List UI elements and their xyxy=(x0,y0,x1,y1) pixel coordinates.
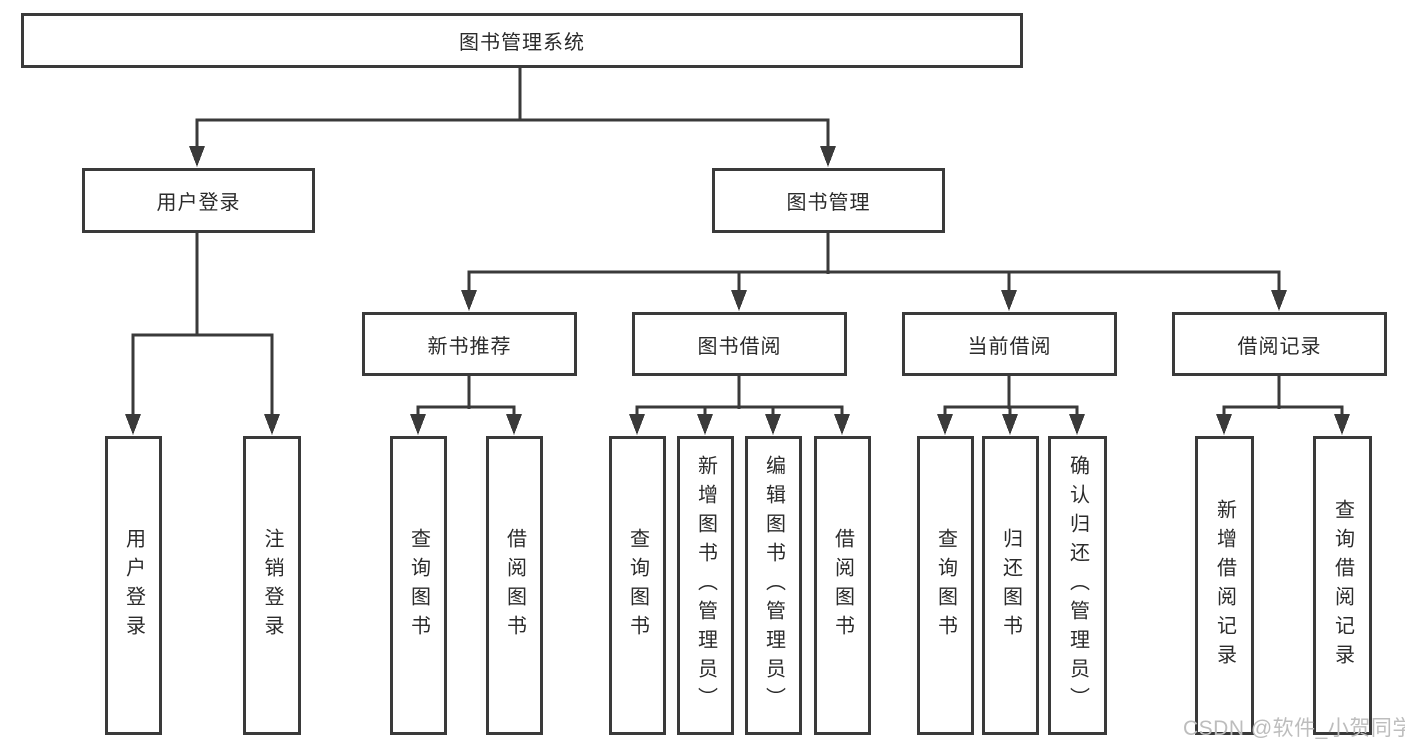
leaf-edit-books-admin: 编辑图书（管理员） xyxy=(745,436,802,735)
leaf-add-borrow-record-label: 新增借阅记录 xyxy=(1213,498,1236,673)
node-book-borrowing-label: 图书借阅 xyxy=(697,335,782,358)
leaf-query-books-recommend-label: 查询图书 xyxy=(407,527,430,644)
node-root: 图书管理系统 xyxy=(21,13,1023,68)
leaf-add-books-admin: 新增图书（管理员） xyxy=(677,436,734,735)
node-new-book-recommend-label: 新书推荐 xyxy=(427,335,512,358)
leaf-return-books-label: 归还图书 xyxy=(999,527,1022,644)
node-new-book-recommend: 新书推荐 xyxy=(362,312,577,376)
leaf-user-login-label: 用户登录 xyxy=(122,527,145,644)
node-borrowing-records-label: 借阅记录 xyxy=(1237,335,1322,358)
leaf-query-borrow-record-label: 查询借阅记录 xyxy=(1331,498,1354,673)
leaf-confirm-return-admin: 确认归还（管理员） xyxy=(1048,436,1107,735)
leaf-query-books-borrowing: 查询图书 xyxy=(609,436,666,735)
node-current-borrowing-label: 当前借阅 xyxy=(967,335,1052,358)
leaf-add-books-admin-label: 新增图书（管理员） xyxy=(694,455,717,716)
node-borrowing-records: 借阅记录 xyxy=(1172,312,1387,376)
node-current-borrowing: 当前借阅 xyxy=(902,312,1117,376)
leaf-borrow-books-label: 借阅图书 xyxy=(831,527,854,644)
leaf-user-login: 用户登录 xyxy=(105,436,162,735)
leaf-add-borrow-record: 新增借阅记录 xyxy=(1195,436,1254,735)
leaf-query-books-borrowing-label: 查询图书 xyxy=(626,527,649,644)
node-user-login-branch-label: 用户登录 xyxy=(156,192,241,214)
leaf-query-books-recommend: 查询图书 xyxy=(390,436,447,735)
node-root-label: 图书管理系统 xyxy=(459,32,585,54)
leaf-query-books-current: 查询图书 xyxy=(917,436,974,735)
leaf-logout-label: 注销登录 xyxy=(261,527,283,644)
leaf-query-borrow-record: 查询借阅记录 xyxy=(1313,436,1372,735)
watermark: CSDN @软件_小贺同学 xyxy=(1183,717,1405,740)
leaf-return-books: 归还图书 xyxy=(982,436,1039,735)
arrowhead-icons xyxy=(125,146,1350,435)
node-user-login-branch: 用户登录 xyxy=(82,168,315,233)
node-book-borrowing: 图书借阅 xyxy=(632,312,847,376)
leaf-borrow-books: 借阅图书 xyxy=(814,436,871,735)
leaf-logout: 注销登录 xyxy=(243,436,301,735)
leaf-edit-books-admin-label: 编辑图书（管理员） xyxy=(762,455,785,716)
leaf-borrow-books-recommend-label: 借阅图书 xyxy=(503,527,526,644)
leaf-confirm-return-admin-label: 确认归还（管理员） xyxy=(1066,455,1089,716)
node-book-management-branch-label: 图书管理 xyxy=(786,192,871,214)
leaf-query-books-current-label: 查询图书 xyxy=(934,527,957,644)
leaf-borrow-books-recommend: 借阅图书 xyxy=(486,436,543,735)
node-book-management-branch: 图书管理 xyxy=(712,168,945,233)
